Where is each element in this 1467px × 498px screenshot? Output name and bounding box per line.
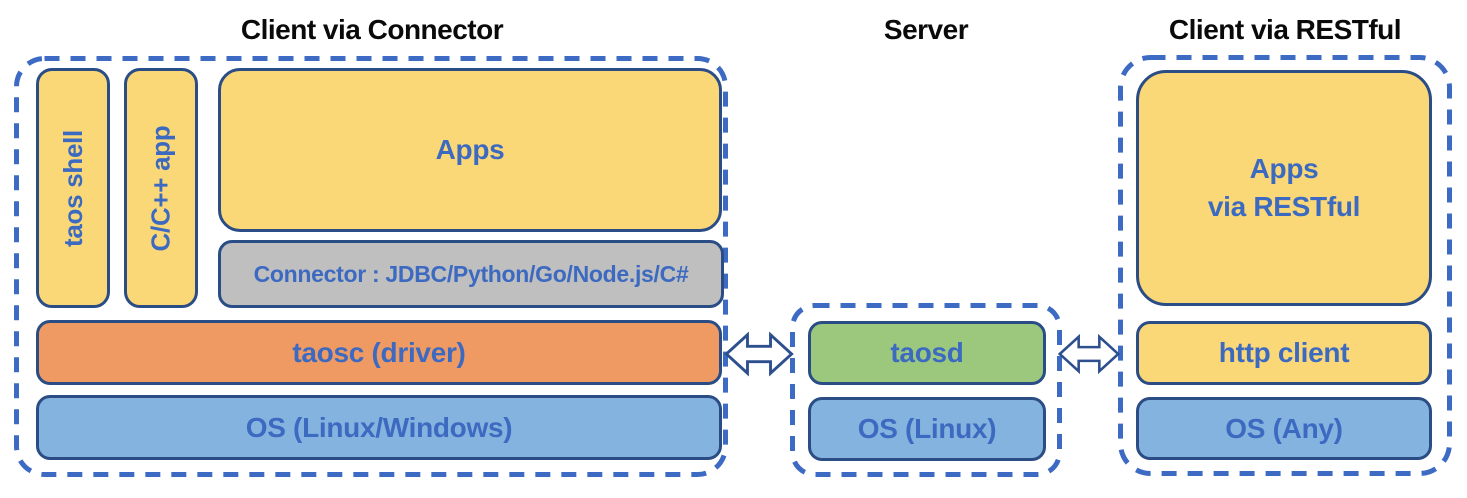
os-linux-label: OS (Linux) bbox=[857, 413, 997, 444]
cpp-app-box: C/C++ app bbox=[124, 68, 198, 308]
cpp-app-label: C/C++ app bbox=[145, 125, 176, 251]
connector-client-group-outline bbox=[14, 56, 728, 477]
taosc-driver-label: taosc (driver) bbox=[292, 336, 466, 368]
taosc-driver-box: taosc (driver) bbox=[36, 320, 722, 385]
apps-via-restful-box: Apps via RESTful bbox=[1136, 70, 1432, 306]
section-title-client-via-connector: Client via Connector bbox=[240, 14, 504, 45]
taos-shell-box: taos shell bbox=[36, 68, 110, 308]
left-bidirectional-arrow-icon bbox=[724, 331, 794, 377]
apps-via-restful-label-line2: via RESTful bbox=[1207, 191, 1361, 222]
os-linux-windows-box: OS (Linux/Windows) bbox=[36, 395, 722, 460]
right-bidirectional-arrow-icon bbox=[1058, 333, 1120, 375]
server-group-outline bbox=[790, 303, 1062, 477]
restful-client-group-outline bbox=[1118, 55, 1452, 476]
http-client-label: http client bbox=[1218, 337, 1350, 368]
connector-bar-box: Connector : JDBC/Python/Go/Node.js/C# bbox=[218, 240, 724, 308]
os-linux-box: OS (Linux) bbox=[808, 397, 1046, 461]
taosd-box: taosd bbox=[808, 321, 1046, 385]
connector-bar-label: Connector : JDBC/Python/Go/Node.js/C# bbox=[253, 260, 689, 287]
apps-label: Apps bbox=[435, 134, 505, 165]
os-linux-windows-label: OS (Linux/Windows) bbox=[245, 411, 513, 443]
http-client-box: http client bbox=[1136, 321, 1432, 385]
section-title-server: Server bbox=[883, 14, 969, 45]
section-title-client-via-restful: Client via RESTful bbox=[1168, 14, 1402, 45]
os-any-label: OS (Any) bbox=[1225, 412, 1343, 444]
apps-via-restful-label-line1: Apps bbox=[1249, 153, 1319, 184]
taosd-label: taosd bbox=[890, 337, 964, 368]
apps-box: Apps bbox=[218, 68, 722, 232]
taos-shell-label: taos shell bbox=[57, 129, 88, 247]
os-any-box: OS (Any) bbox=[1136, 397, 1432, 460]
